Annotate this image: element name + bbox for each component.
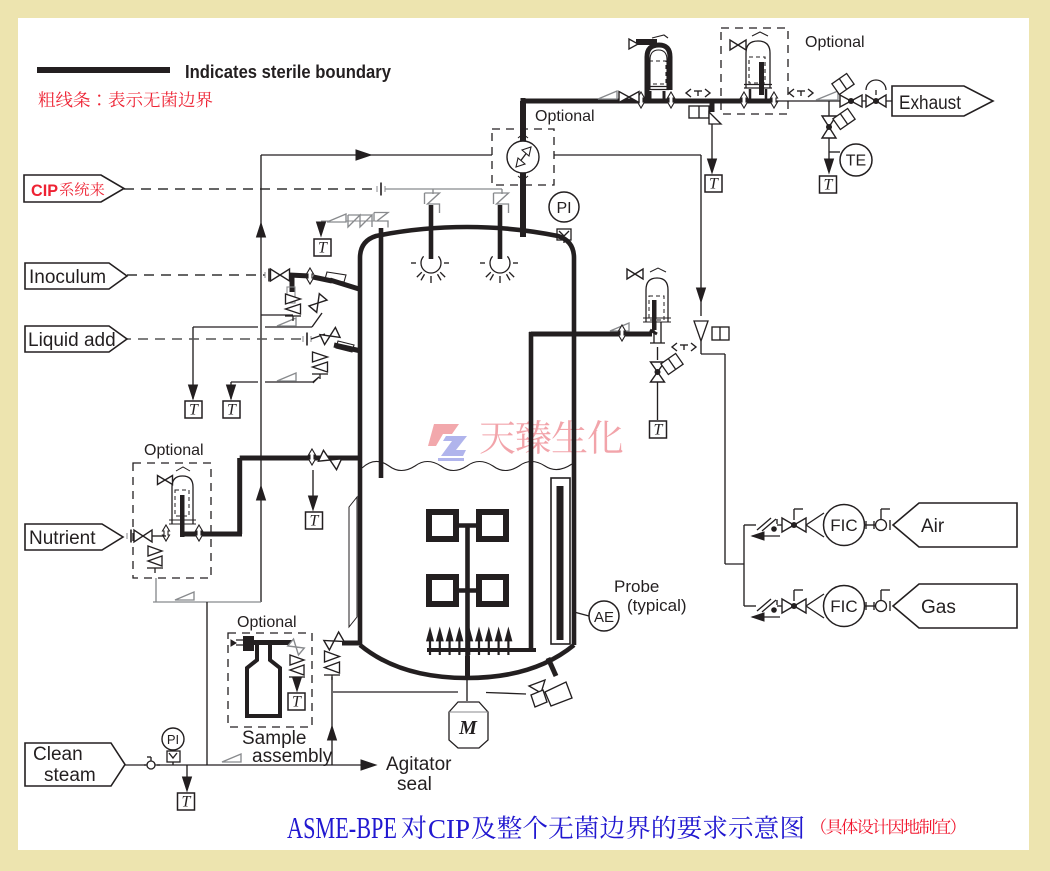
svg-text:Inoculum: Inoculum — [29, 267, 106, 288]
svg-text:PI: PI — [556, 200, 571, 217]
svg-text:Air: Air — [921, 516, 945, 537]
svg-text:ASME-BPE: ASME-BPE — [287, 810, 397, 845]
svg-text:Indicates sterile boundary: Indicates sterile boundary — [185, 62, 391, 82]
svg-text:TE: TE — [846, 153, 866, 170]
svg-text:AE: AE — [594, 609, 614, 626]
svg-text:T: T — [227, 402, 237, 419]
svg-text:T: T — [654, 422, 664, 439]
svg-text:FIC: FIC — [830, 597, 857, 616]
svg-text:FIC: FIC — [830, 516, 857, 535]
svg-text:M: M — [458, 717, 478, 739]
svg-text:assembly: assembly — [252, 746, 333, 767]
svg-text:T: T — [292, 694, 302, 711]
svg-text:Optional: Optional — [237, 614, 297, 631]
svg-text:seal: seal — [397, 774, 432, 795]
svg-text:steam: steam — [44, 765, 96, 786]
svg-text:Exhaust: Exhaust — [899, 93, 962, 114]
svg-text:CIP: CIP — [428, 814, 470, 844]
svg-text:CIP: CIP — [31, 181, 58, 200]
svg-text:Clean: Clean — [33, 744, 83, 765]
svg-text:Agitator: Agitator — [386, 754, 452, 775]
svg-text:T: T — [709, 176, 719, 193]
svg-text:Nutrient: Nutrient — [29, 528, 96, 549]
svg-text:(typical): (typical) — [627, 596, 687, 615]
svg-text:T: T — [182, 794, 192, 811]
svg-text:Gas: Gas — [921, 597, 956, 618]
svg-text:PI: PI — [167, 732, 179, 747]
svg-text:T: T — [189, 402, 199, 419]
svg-text:T: T — [318, 240, 328, 257]
svg-text:Sample: Sample — [242, 728, 306, 749]
svg-text:Liquid add: Liquid add — [28, 330, 116, 351]
svg-text:Optional: Optional — [535, 108, 595, 125]
svg-text:Optional: Optional — [144, 442, 204, 459]
svg-text:Optional: Optional — [805, 34, 865, 51]
svg-text:Probe: Probe — [614, 577, 659, 596]
svg-text:T: T — [824, 177, 834, 194]
svg-text:T: T — [310, 513, 320, 530]
